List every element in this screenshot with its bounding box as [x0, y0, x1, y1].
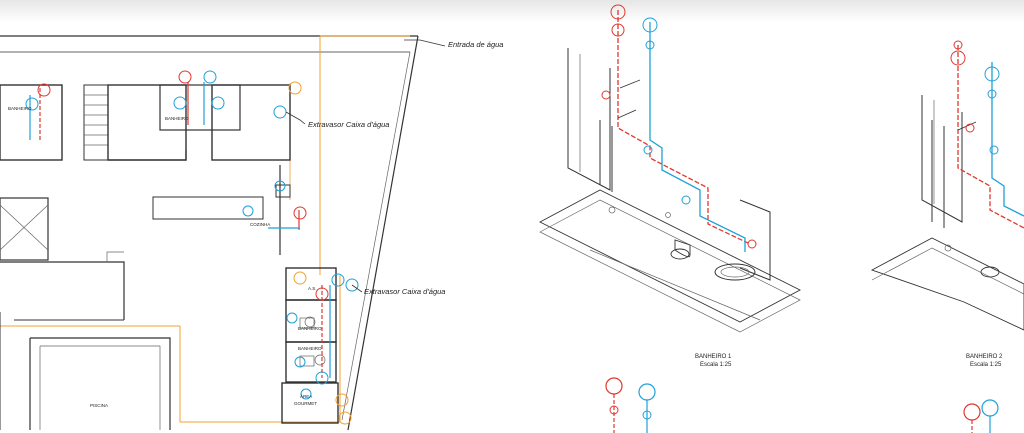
floor-plan [0, 35, 446, 431]
isometric-banheiro-1 [539, 4, 801, 333]
label-extravasor-2: Extravasor Caixa d'água [364, 287, 445, 296]
b1-title: BANHEIRO 1 [695, 354, 732, 360]
label-as: A.S. [308, 286, 317, 291]
label-banheiro-right-2: BANHEIRO [298, 346, 322, 351]
lower-pipe-symbols [605, 377, 999, 433]
b2-scale: Escala 1:25 [970, 362, 1002, 368]
label-gourmet: GOURMET [294, 401, 317, 406]
label-banheiro-left: BANHEIRO [8, 106, 32, 111]
label-piscina: PISCINA [90, 403, 108, 408]
isometric-banheiro-2 [870, 40, 1024, 331]
label-banheiro-right-1: BANHEIRO [298, 326, 322, 331]
label-banheiro-top: BANHEIRO [165, 116, 189, 121]
label-extravasor-1: Extravasor Caixa d'água [308, 120, 389, 129]
label-area: ÁREA [300, 393, 312, 399]
b2-title: BANHEIRO 2 [966, 354, 1003, 360]
b1-scale: Escala 1:25 [700, 362, 732, 368]
top-band [0, 0, 1024, 22]
label-entrada-agua: Entrada de água [448, 40, 503, 49]
label-cozinha: COZINHA [250, 222, 270, 227]
